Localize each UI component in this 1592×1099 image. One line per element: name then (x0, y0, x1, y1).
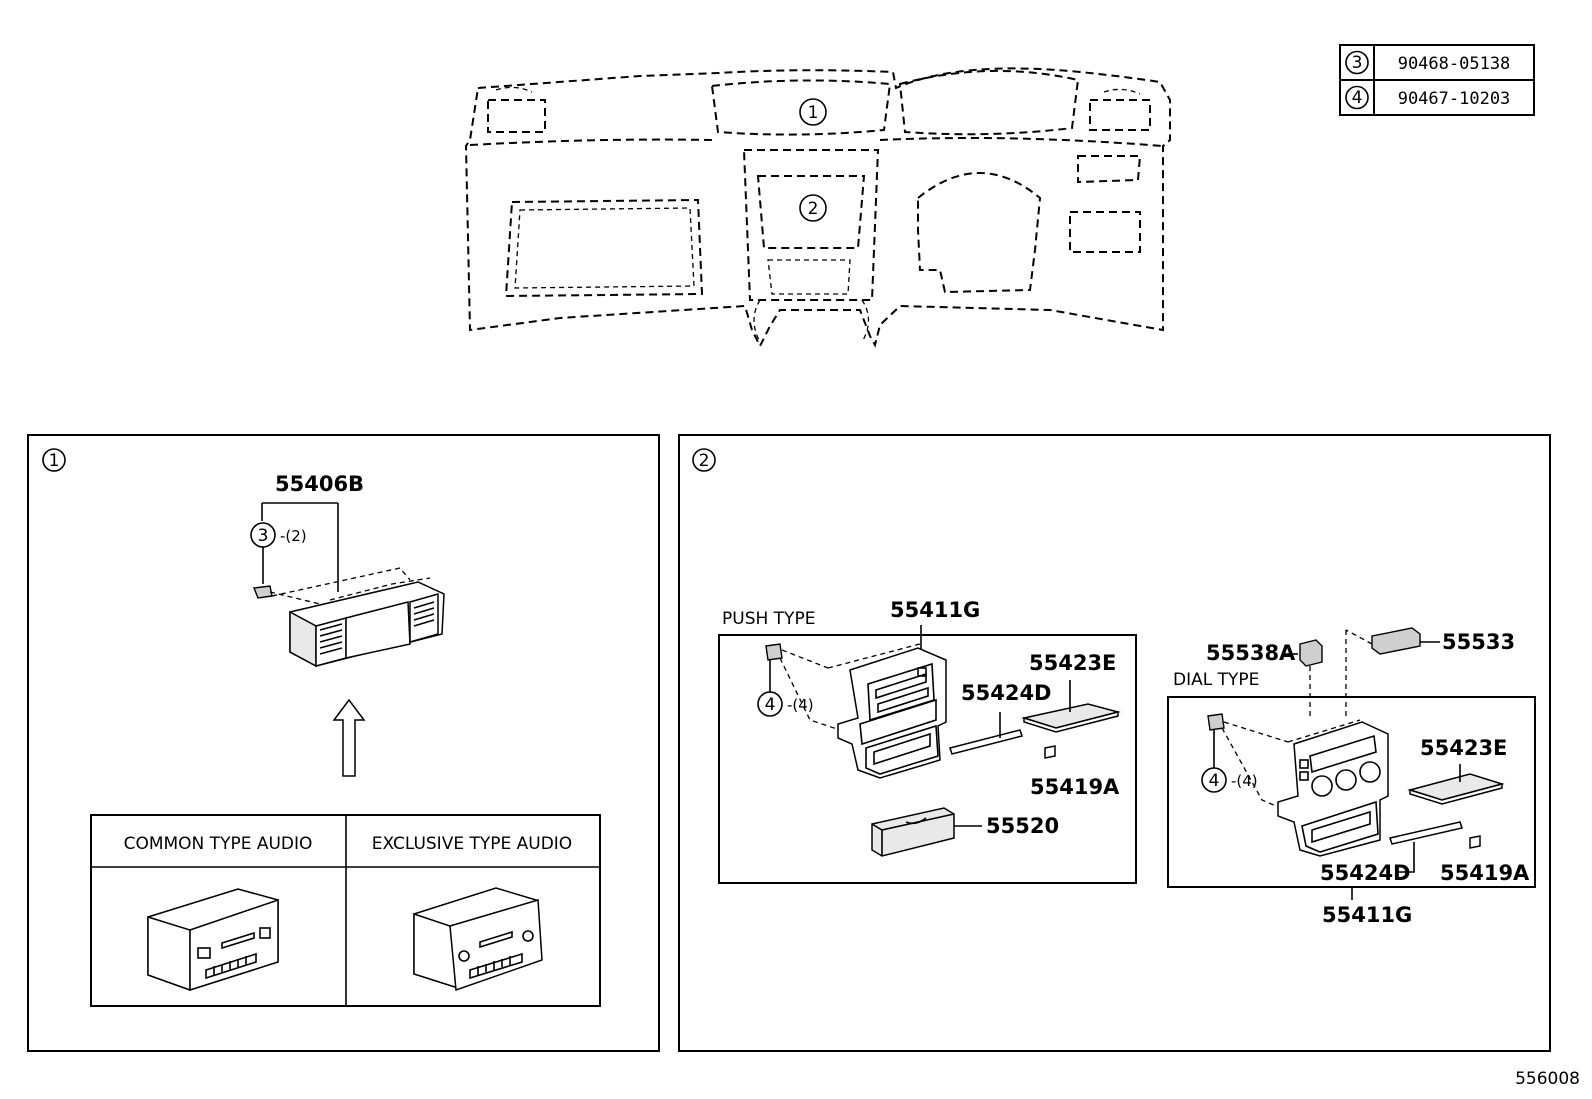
panel-index: 2 (699, 451, 710, 471)
callout-number: 2 (808, 199, 819, 219)
clip-qty: -(4) (1231, 772, 1258, 790)
switch-55538a (1299, 639, 1323, 667)
fastener-part-number: 90468-05138 (1398, 54, 1511, 74)
clip-ref: 4 (765, 695, 776, 715)
clip-qty: -(2) (280, 527, 307, 545)
clip-3-part (253, 585, 273, 599)
clip-ref: 4 (1209, 771, 1220, 791)
part-label-55411g: 55411G (890, 598, 980, 622)
exclusive-audio-unit (413, 887, 543, 992)
part-label-55411g: 55411G (1322, 903, 1412, 927)
dashboard-overview: 1 2 (464, 67, 1171, 349)
part-label-55424d: 55424D (961, 681, 1052, 705)
panel-index: 1 (49, 451, 60, 471)
part-label-55423e: 55423E (1029, 651, 1116, 675)
up-arrow (332, 698, 366, 777)
part-label-55423e: 55423E (1420, 736, 1507, 760)
panel-2: 2 PUSH TYPE 55411G 4 -(4) (678, 434, 1551, 1052)
clip-4-part (1207, 713, 1225, 731)
fastener-ref: 3 (1352, 53, 1363, 73)
part-55419a (1469, 835, 1481, 849)
audio-type-table: COMMON TYPE AUDIO EXCLUSIVE TYPE AUDIO (90, 814, 601, 1007)
clip-qty: -(4) (787, 696, 814, 714)
part-label-55419a: 55419A (1030, 775, 1120, 799)
switch-55533 (1371, 627, 1421, 655)
part-label-55424d: 55424D (1320, 861, 1411, 885)
part-label-55533: 55533 (1442, 630, 1515, 654)
panel-1: 1 55406B 3 -(2) (27, 434, 660, 1052)
audio-type-common: COMMON TYPE AUDIO (124, 834, 313, 854)
common-audio-unit (147, 888, 279, 992)
center-panel-push (827, 643, 947, 779)
part-label-55520: 55520 (986, 814, 1059, 838)
clip-ref: 3 (258, 526, 269, 546)
fastener-part-number: 90467-10203 (1398, 89, 1511, 109)
push-type-title: PUSH TYPE (722, 609, 815, 629)
strip-55424d (949, 729, 1023, 755)
fastener-row-3: 3 90468-05138 (1345, 50, 1511, 75)
fastener-row-4: 4 90467-10203 (1345, 85, 1511, 110)
cluster-panel-55406b (289, 577, 445, 668)
part-label-55538a: 55538A (1206, 641, 1296, 665)
dial-type-title: DIAL TYPE (1173, 670, 1259, 690)
callout-1: 1 (799, 98, 827, 126)
fastener-table: 3 90468-05138 4 90467-10203 (1339, 44, 1535, 116)
callout-number: 1 (808, 103, 819, 123)
figure-id: 556008 (1515, 1069, 1580, 1089)
fastener-ref: 4 (1352, 88, 1363, 108)
part-label-55419a: 55419A (1440, 861, 1530, 885)
center-panel-dial (1277, 719, 1389, 857)
part-label-55406b: 55406B (275, 472, 364, 496)
callout-2: 2 (799, 194, 827, 222)
audio-type-exclusive: EXCLUSIVE TYPE AUDIO (372, 834, 572, 854)
dial-type-group: 55538A 55533 DIAL TYPE 4 -(4) (1167, 627, 1536, 927)
part-55419a (1044, 745, 1056, 759)
clip-4-part (765, 643, 783, 661)
strip-55424d (1389, 821, 1463, 845)
tray-55520 (871, 807, 955, 857)
push-type-group: PUSH TYPE 55411G 4 -(4) (718, 598, 1137, 884)
